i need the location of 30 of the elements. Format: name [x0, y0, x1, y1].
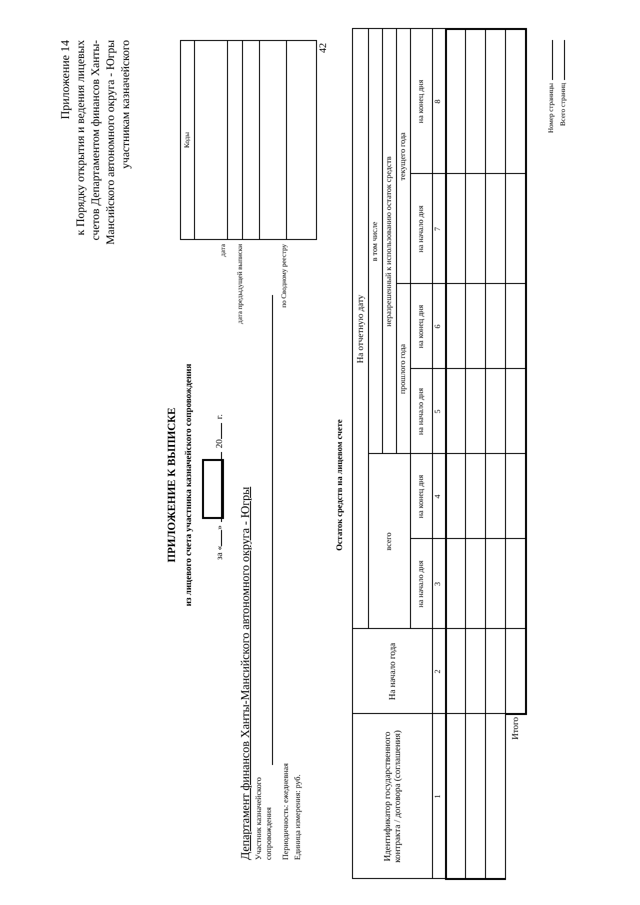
- row-label: Итого: [506, 714, 526, 879]
- form-title: ПРИЛОЖЕНИЕ К ВЫПИСКЕ: [166, 406, 178, 564]
- appendix-number: Приложение 14: [58, 40, 73, 120]
- column-header: Идентификатор государственного контракта / договора (соглашения): [352, 714, 432, 879]
- date-text: г.: [214, 414, 224, 420]
- form-subtitle: из лицевого счета участника казначейского сопровождения: [183, 362, 193, 608]
- column-header: На отчетную дату: [352, 28, 368, 629]
- column-number: 1: [432, 714, 446, 879]
- column-header: в том числе: [368, 28, 382, 454]
- date-text: за «: [214, 546, 224, 560]
- page-number: 42: [318, 43, 329, 53]
- column-header: на конец дня: [410, 454, 432, 539]
- column-header: на начало дня: [410, 369, 432, 454]
- column-header: на конец дня: [410, 284, 432, 369]
- department-name: Департамент финансов Ханты-Мансийского автономного округа - Югры: [238, 486, 253, 860]
- appendix-note: к Порядку открытия и ведения лицевых счетов Департаментом финансов Ханты-Мансийского автономного округа - Югры участникам казначейского: [74, 40, 133, 247]
- column-header: на начало дня: [410, 539, 432, 629]
- date-text: »: [214, 525, 224, 530]
- table-title: Остаток средств на лицевом счете: [334, 418, 344, 553]
- date-text: 20: [214, 439, 224, 448]
- column-header: всего: [368, 454, 410, 629]
- field-label: Единица измерения: руб.: [293, 774, 302, 860]
- column-header: на конец дня: [410, 28, 432, 174]
- column-header: неразрешенный к использованию остаток средств: [382, 28, 396, 454]
- column-header: текущего года: [396, 28, 410, 284]
- column-header: На начало года: [352, 629, 432, 714]
- column-header: на начало дня: [410, 174, 432, 284]
- field-label: Периодичность: ежедневная: [281, 763, 290, 860]
- field-label: Участник казначейского сопровождения: [254, 776, 274, 860]
- column-header: прошлого года: [396, 284, 410, 454]
